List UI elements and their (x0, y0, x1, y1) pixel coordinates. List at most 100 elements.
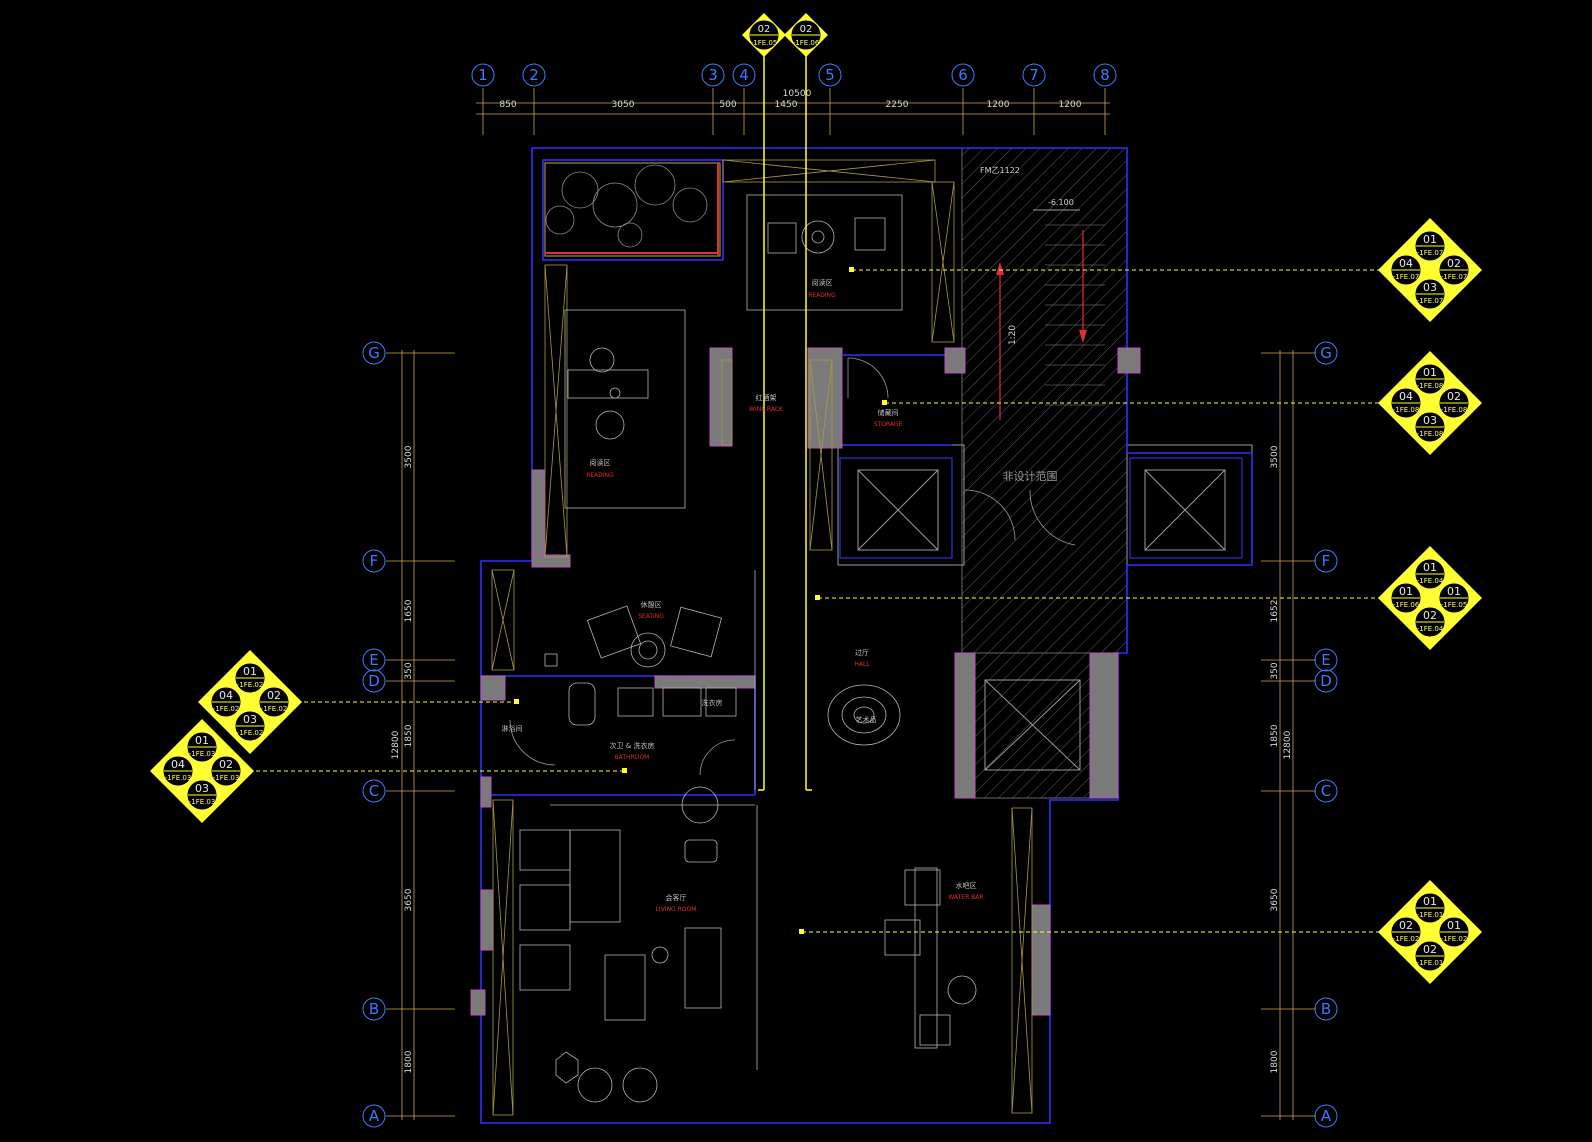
dim-right-overall: 12800 (1283, 730, 1293, 759)
room-labels: 阅读区 READING 阅读区 READING 红酒架 WINE RACK 储藏… (502, 278, 984, 913)
elev-tag-left-ref: -1FE.08 (1393, 406, 1420, 414)
axis-col-5: 5 (825, 66, 835, 84)
elev-tag-bottom-num: 03 (1423, 414, 1437, 427)
column-axis-group (476, 88, 1110, 135)
section-tag-right-ref: -1FE.06 (793, 39, 820, 47)
elev-tag-top-num: 01 (1423, 366, 1437, 379)
elevation-tags: 01-1FE.0704-1FE.0702-1FE.0703-1FE.0701-1… (150, 218, 1482, 984)
axis-row-G-right: G (1320, 344, 1332, 362)
elev-tag-top-ref: -1FE.01 (1417, 911, 1444, 919)
right-dimensions: 12800 3500 1652 350 1850 3650 1800 (1270, 445, 1293, 1073)
leader-lines (242, 269, 1380, 933)
room-storage-cn: 储藏间 (878, 408, 899, 417)
wall-fill (470, 347, 1141, 1016)
wall-outline (480, 147, 1253, 1124)
elev-tag-top-num: 01 (1423, 233, 1437, 246)
slope-label: 1:20 (1008, 325, 1018, 345)
elev-tag-right-ref: -1FE.02 (261, 705, 288, 713)
row-axis-bubbles-left: G F E D C B A (362, 341, 386, 1128)
elev-tag-top-ref: -1FE.07 (1417, 249, 1444, 257)
dim-top-3: 500 (719, 100, 736, 110)
shelving (491, 159, 1033, 1116)
fire-door-label: FM乙1122 (980, 166, 1020, 175)
axis-row-F-right: F (1322, 552, 1331, 570)
elev-tag-top-ref: -1FE.02 (237, 681, 264, 689)
dim-right-2: 1652 (1270, 600, 1280, 623)
elev-tag-left-num: 04 (219, 689, 233, 702)
dim-left-3: 350 (404, 662, 414, 679)
dim-right-1: 3500 (1270, 445, 1280, 468)
elev-tag-right-ref: -1FE.05 (1441, 601, 1468, 609)
elev-tag-right-ref: -1FE.08 (1441, 406, 1468, 414)
elev-tag-top-ref: -1FE.03 (189, 750, 216, 758)
elev-tag-top-num: 01 (1423, 895, 1437, 908)
room-seating-cn: 休憩区 (641, 600, 662, 609)
elev-tag-left-num: 04 (1399, 390, 1413, 403)
room-shower-cn: 淋浴间 (502, 724, 523, 733)
column-axis-bubbles: 1 2 3 4 5 6 7 8 (471, 63, 1117, 87)
elev-tag-right-num: 01 (1447, 585, 1461, 598)
leader-dots (514, 267, 887, 934)
axis-col-7: 7 (1029, 66, 1039, 84)
section-tag-left: 02 -1FE.05 (742, 13, 786, 57)
elev-tag-bottom-num: 03 (195, 782, 209, 795)
level-label: -6.100 (1048, 198, 1074, 207)
elev-tag-bottom-num: 03 (243, 713, 257, 726)
room-reading-top-en: READING (808, 292, 836, 299)
dim-left-2: 1650 (404, 599, 414, 622)
dim-right-3: 350 (1270, 662, 1280, 679)
room-living-cn: 会客厅 (666, 893, 687, 902)
axis-row-B-right: B (1321, 1000, 1331, 1018)
section-tag-left-ref: -1FE.05 (751, 39, 778, 47)
row-axis-lines (386, 350, 1316, 1120)
section-tag-right-num: 02 (800, 24, 813, 35)
room-living-en: LIVING ROOM (656, 906, 697, 913)
elev-tag-right-num: 02 (219, 758, 233, 771)
dim-right-5: 3650 (1270, 888, 1280, 911)
elev-tag-right-num: 02 (1447, 390, 1461, 403)
dim-top-6: 1200 (987, 100, 1010, 110)
elev-tag-left-num: 04 (171, 758, 185, 771)
planter (544, 162, 721, 257)
elev-tag-bottom-ref: -1FE.07 (1417, 297, 1444, 305)
elev-tag-right-num: 02 (267, 689, 281, 702)
axis-col-3: 3 (708, 66, 718, 84)
axis-row-B-left: B (369, 1000, 379, 1018)
dim-left-6: 1800 (404, 1050, 414, 1073)
furniture (519, 194, 977, 1103)
elev-tag-left-num: 01 (1399, 585, 1413, 598)
dim-top-1: 850 (499, 100, 516, 110)
elev-tag-top-num: 01 (195, 734, 209, 747)
dim-top-5: 2250 (886, 100, 909, 110)
room-wine-cn: 红酒架 (756, 393, 777, 402)
left-dimensions: 12800 3500 1650 350 1850 3650 1800 (391, 445, 414, 1073)
room-reading-left-cn: 阅读区 (590, 458, 611, 467)
elev-tag-bottom-ref: -1FE.03 (189, 798, 216, 806)
elev-tag-top-num: 01 (243, 665, 257, 678)
elev-tag-bottom-ref: -1FE.01 (1417, 959, 1444, 967)
room-hall-cn: 过厅 (855, 648, 869, 657)
room-reading-top-cn: 阅读区 (812, 278, 833, 287)
elev-tag-right-ref: -1FE.07 (1441, 273, 1468, 281)
elev-tag-left-ref: -1FE.02 (213, 705, 240, 713)
room-hall-en: HALL (854, 661, 870, 668)
elev-tag-bottom-ref: -1FE.02 (237, 729, 264, 737)
axis-row-D-right: D (1320, 672, 1332, 690)
elev-tag-top-ref: -1FE.08 (1417, 382, 1444, 390)
room-seating-en: SEATING (638, 613, 664, 620)
room-water-bar-en: WATER BAR (948, 894, 983, 901)
axis-row-F-left: F (370, 552, 379, 570)
axis-row-A-right: A (1321, 1107, 1332, 1125)
elev-tag-bottom-ref: -1FE.04 (1417, 625, 1444, 633)
axis-row-E-right: E (1321, 651, 1330, 669)
elev-tag-right-num: 02 (1447, 257, 1461, 270)
room-wine-en: WINE RACK (749, 406, 784, 413)
elev-tag-left-ref: -1FE.02 (1393, 935, 1420, 943)
